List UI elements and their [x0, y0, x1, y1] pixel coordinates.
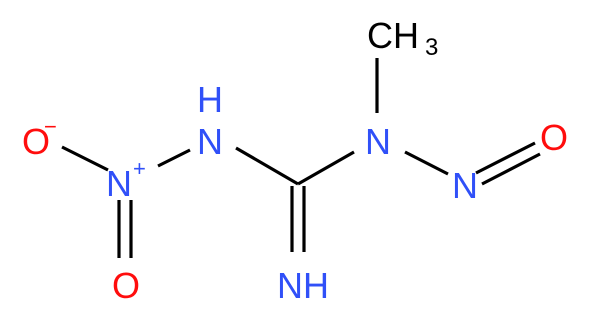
bond-n-methyl-n-nitroso	[404, 150, 449, 176]
bond-n-nitroso-o-b	[481, 152, 541, 186]
atom-nh-imine: NH	[277, 265, 329, 306]
bond-n-plus-nh	[157, 148, 191, 168]
bond-o-minus-n-plus	[61, 145, 109, 172]
atom-n-plus: N	[106, 163, 132, 204]
atom-o-double: O	[112, 265, 140, 306]
atom-o-minus: O	[22, 121, 50, 162]
atom-ch3: CH	[367, 15, 419, 56]
bond-n-nitroso-o-a	[475, 141, 536, 175]
charge-n-plus: +	[133, 156, 146, 181]
atom-n-nitroso: N	[452, 165, 478, 206]
atom-n-top: N	[197, 121, 223, 162]
atom-o-nitroso: O	[540, 117, 568, 158]
atom-n-methyl: N	[365, 121, 391, 162]
bond-c-n-methyl	[297, 150, 355, 186]
charge-o-minus: −	[44, 114, 57, 139]
atom-h-top: H	[197, 79, 223, 120]
bonds	[61, 58, 541, 258]
bond-nh-c	[235, 146, 299, 186]
atom-labels: O − N + O H N N CH 3 N O NH	[22, 15, 568, 306]
atom-ch3-subscript: 3	[425, 34, 438, 61]
